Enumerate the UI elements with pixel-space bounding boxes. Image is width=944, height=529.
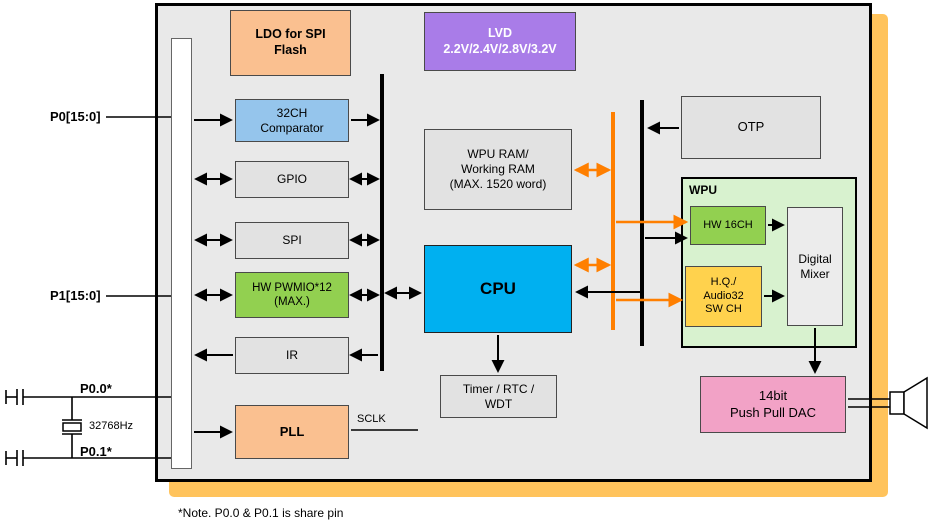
block-audio32: H.Q./ Audio32 SW CH (685, 266, 762, 327)
block-ir: IR (235, 337, 349, 374)
pin-label-p00: P0.0* (80, 381, 112, 396)
crystal-label: 32768Hz (89, 420, 134, 432)
block-timer-rtc-wdt: Timer / RTC / WDT (440, 375, 557, 418)
pin-label-p0: P0[15:0] (50, 109, 101, 124)
capacitor-icon (5, 389, 24, 405)
sclk-label: SCLK (357, 413, 386, 425)
block-cpu: CPU (424, 245, 572, 333)
block-wpu-ram: WPU RAM/ Working RAM (MAX. 1520 word) (424, 129, 572, 210)
block-spi: SPI (235, 222, 349, 259)
block-hw-16ch: HW 16CH (690, 206, 766, 245)
wpu-title: WPU (689, 183, 717, 197)
block-pll: PLL (235, 405, 349, 459)
pin-mux-bar (171, 38, 192, 469)
block-pwmio: HW PWMIO*12 (MAX.) (235, 272, 349, 318)
block-digital-mixer: Digital Mixer (787, 207, 843, 326)
crystal-icon (62, 419, 82, 435)
pin-label-p1: P1[15:0] (50, 288, 101, 303)
footnote: *Note. P0.0 & P0.1 is share pin (178, 506, 344, 520)
block-dac: 14bit Push Pull DAC (700, 376, 846, 433)
capacitor-icon (5, 450, 24, 466)
block-gpio: GPIO (235, 161, 349, 198)
block-lvd: LVD 2.2V/2.4V/2.8V/3.2V (424, 12, 576, 71)
block-comparator: 32CH Comparator (235, 99, 349, 142)
pin-label-p01: P0.1* (80, 444, 112, 459)
block-ldo: LDO for SPI Flash (230, 10, 351, 76)
block-otp: OTP (681, 96, 821, 159)
